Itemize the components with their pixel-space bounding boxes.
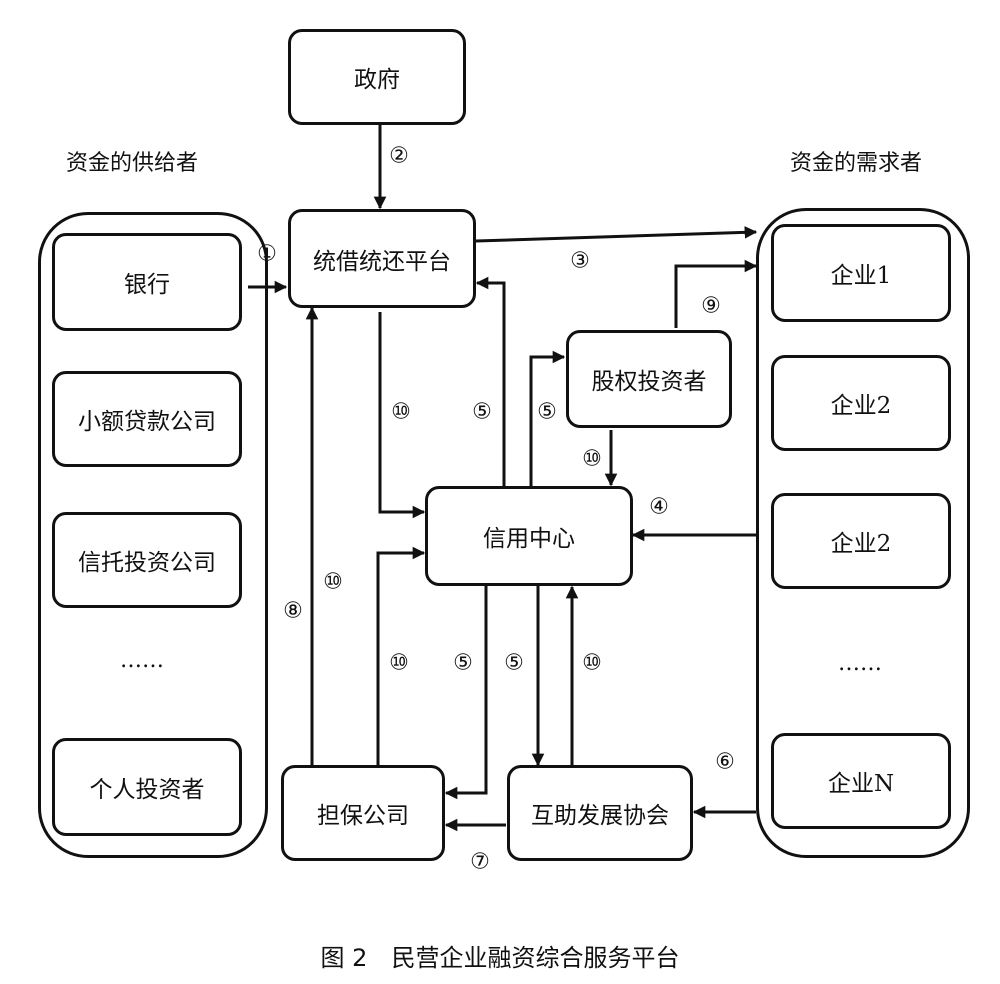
- marker-10-guarantee-left: ⑩: [323, 569, 343, 595]
- demand-title: 资金的需求者: [790, 151, 923, 176]
- arrow-platform-to-demanders: [475, 226, 758, 243]
- demander-group: [756, 208, 970, 858]
- arrow-credit-to-guarantee: [444, 586, 488, 800]
- marker-3: ③: [570, 248, 590, 274]
- marker-10-mutual: ⑩: [582, 650, 602, 676]
- marker-1: ①: [257, 241, 277, 267]
- node-guarantee: 担保公司: [281, 765, 445, 861]
- arrow-credit-to-platform: [475, 276, 506, 486]
- marker-10-equity: ⑩: [582, 446, 602, 472]
- marker-9: ⑨: [701, 293, 721, 319]
- marker-5-mutual: ⑤: [504, 650, 524, 676]
- marker-7: ⑦: [470, 849, 490, 875]
- supplier-individual: 个人投资者: [52, 738, 242, 836]
- supply-title: 资金的供给者: [66, 151, 199, 176]
- arrow-credit-to-equity: [529, 350, 566, 486]
- node-mutual-association: 互助发展协会: [507, 765, 693, 861]
- supplier-trust: 信托投资公司: [52, 512, 242, 608]
- node-platform: 统借统还平台: [288, 209, 476, 308]
- marker-2: ②: [389, 143, 409, 169]
- marker-10-platform: ⑩: [391, 399, 411, 425]
- supplier-group: [38, 212, 268, 858]
- marker-8: ⑧: [283, 598, 303, 624]
- demander-ellipsis: ……: [838, 651, 882, 676]
- demander-enterprise-n: 企业N: [771, 733, 951, 829]
- marker-4: ④: [649, 494, 669, 520]
- demander-enterprise-2a: 企业2: [771, 355, 951, 451]
- marker-6: ⑥: [715, 749, 735, 775]
- supplier-microloan: 小额贷款公司: [52, 371, 242, 467]
- node-equity-investor: 股权投资者: [566, 330, 732, 428]
- arrow-guarantee-to-credit: [376, 546, 426, 765]
- node-credit-center: 信用中心: [425, 486, 633, 586]
- marker-5-guarantee: ⑤: [453, 650, 473, 676]
- marker-5-platform: ⑤: [472, 399, 492, 425]
- supplier-ellipsis: ……: [120, 648, 164, 673]
- arrow-equity-to-demanders: [674, 259, 758, 328]
- demander-enterprise-1: 企业1: [771, 224, 951, 322]
- marker-10-guarantee-right: ⑩: [389, 650, 409, 676]
- marker-5-equity: ⑤: [537, 399, 557, 425]
- figure-caption: 图 2 民营企业融资综合服务平台: [320, 944, 680, 972]
- arrow-platform-to-credit: [378, 312, 426, 519]
- node-government: 政府: [288, 29, 466, 125]
- demander-enterprise-2b: 企业2: [771, 493, 951, 589]
- supplier-bank: 银行: [52, 233, 242, 331]
